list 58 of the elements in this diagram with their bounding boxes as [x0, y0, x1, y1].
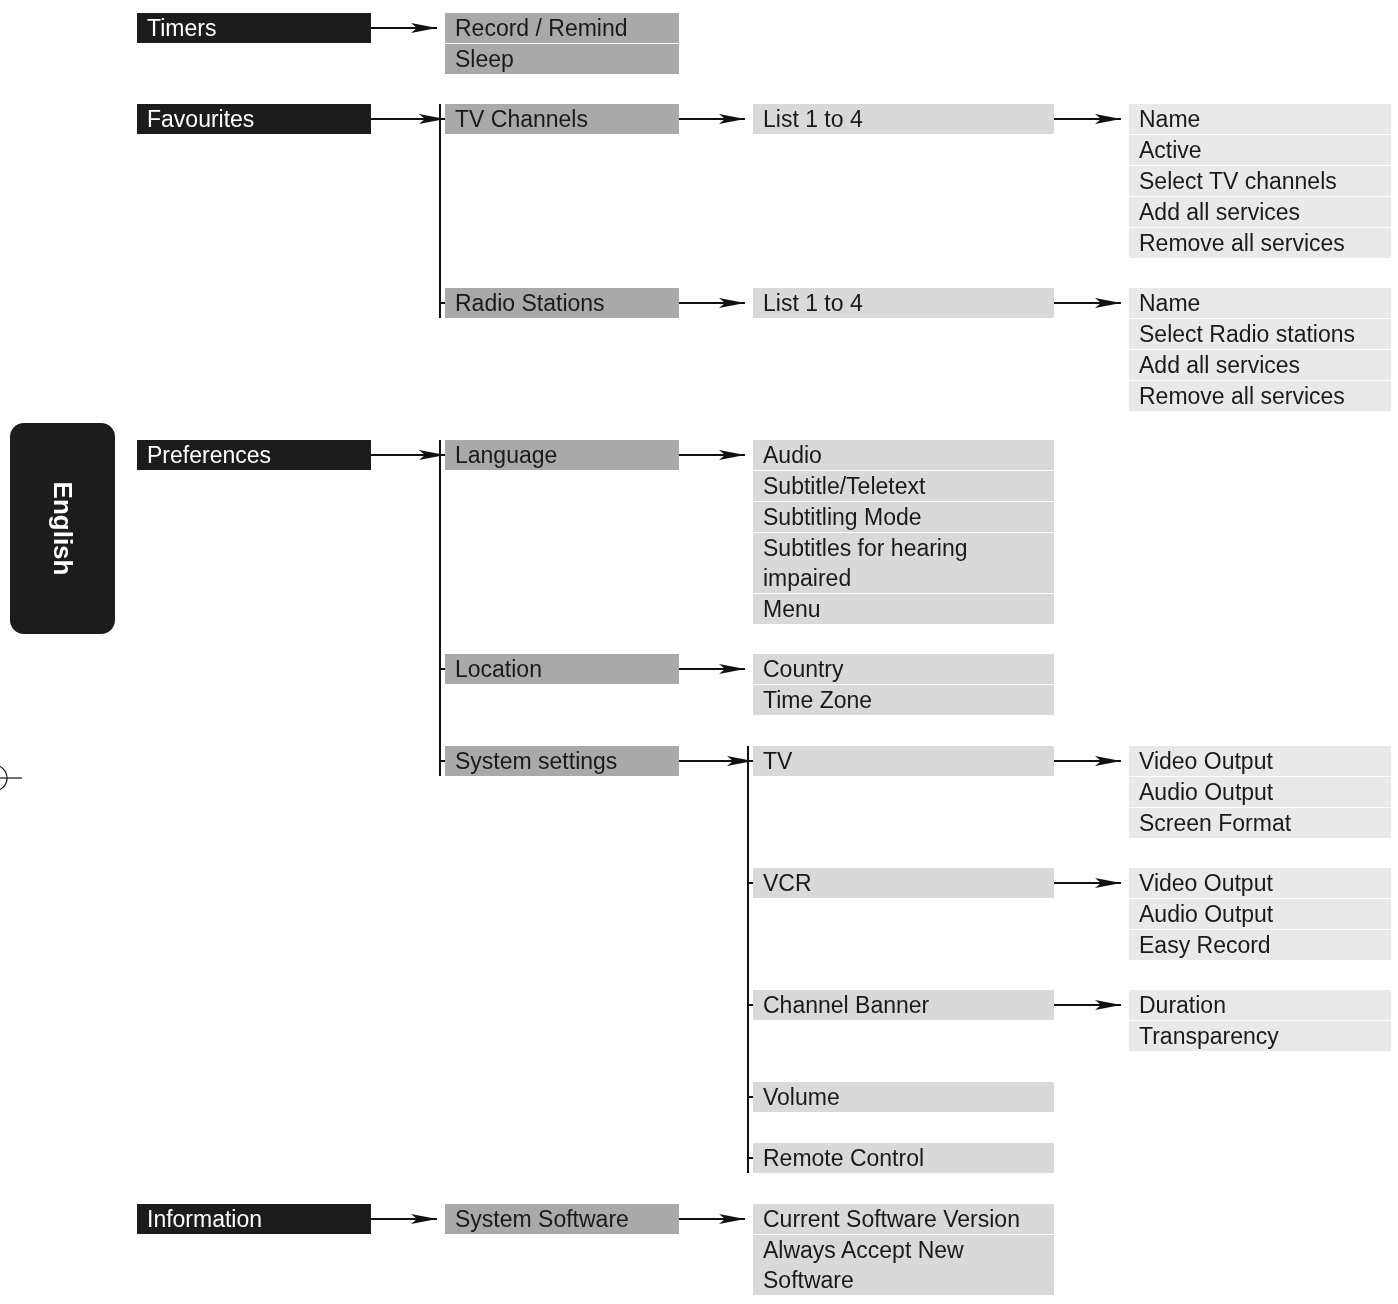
menu-option: Menu	[753, 594, 1054, 624]
menu-heading: Preferences	[137, 440, 371, 470]
menu-item: Remote Control	[753, 1143, 1054, 1173]
menu-heading: Timers	[137, 13, 371, 43]
menu-heading: Favourites	[137, 104, 371, 134]
arrow	[1053, 114, 1122, 124]
menu-option: Always Accept New Software	[753, 1235, 1054, 1295]
menu-item: VCR	[753, 868, 1054, 898]
menu-item: TV Channels	[445, 104, 679, 134]
arrow	[678, 664, 746, 674]
menu-option: Current Software Version	[753, 1204, 1054, 1234]
menu-option: Record / Remind	[445, 13, 679, 43]
menu-item: Volume	[753, 1082, 1054, 1112]
menu-option: Sleep	[445, 44, 679, 74]
arrow	[1053, 1000, 1122, 1010]
menu-option: Select TV channels	[1129, 166, 1391, 196]
language-tab: English	[10, 423, 115, 634]
arrow	[678, 114, 746, 124]
menu-option: Duration	[1129, 990, 1391, 1020]
arrow	[678, 298, 746, 308]
menu-option: Add all services	[1129, 350, 1391, 380]
menu-item: Channel Banner	[753, 990, 1054, 1020]
menu-item: List 1 to 4	[753, 104, 1054, 134]
menu-option: Audio Output	[1129, 777, 1391, 807]
menu-option: Video Output	[1129, 868, 1391, 898]
menu-option: Subtitle/Teletext	[753, 471, 1054, 501]
menu-item: System Software	[445, 1204, 679, 1234]
menu-item: List 1 to 4	[753, 288, 1054, 318]
menu-item: Radio Stations	[445, 288, 679, 318]
menu-option: Remove all services	[1129, 228, 1391, 258]
menu-option: Audio	[753, 440, 1054, 470]
menu-option: Add all services	[1129, 197, 1391, 227]
menu-option: Subtitling Mode	[753, 502, 1054, 532]
arrow	[370, 1214, 438, 1224]
menu-option: Country	[753, 654, 1054, 684]
arrow	[678, 450, 746, 460]
menu-option: Audio Output	[1129, 899, 1391, 929]
menu-heading: Information	[137, 1204, 371, 1234]
menu-option: Remove all services	[1129, 381, 1391, 411]
menu-item: TV	[753, 746, 1054, 776]
menu-item: Location	[445, 654, 679, 684]
menu-option: Name	[1129, 288, 1391, 318]
menu-item: System settings	[445, 746, 679, 776]
menu-option: Screen Format	[1129, 808, 1391, 838]
arrow	[1053, 756, 1122, 766]
menu-option: Select Radio stations	[1129, 319, 1391, 349]
menu-option: Transparency	[1129, 1021, 1391, 1051]
menu-option: Easy Record	[1129, 930, 1391, 960]
arrow	[370, 23, 438, 33]
menu-option: Subtitles for hearing impaired	[753, 533, 1054, 593]
menu-option: Time Zone	[753, 685, 1054, 715]
arrow	[1053, 878, 1122, 888]
arrow	[678, 1214, 746, 1224]
menu-option: Name	[1129, 104, 1391, 134]
menu-item: Language	[445, 440, 679, 470]
menu-option: Active	[1129, 135, 1391, 165]
arrow	[1053, 298, 1122, 308]
menu-option: Video Output	[1129, 746, 1391, 776]
